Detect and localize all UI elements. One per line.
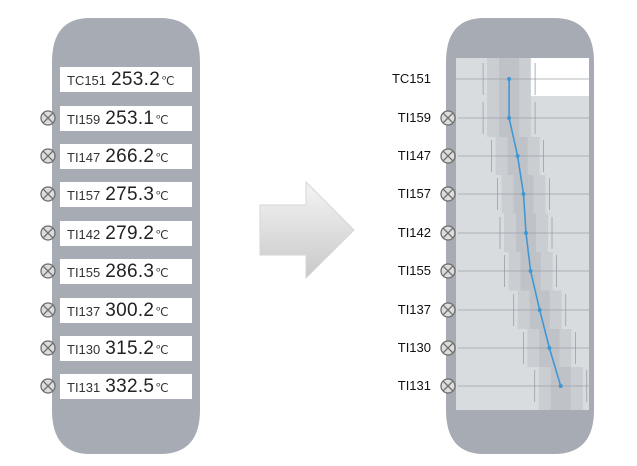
valve-icon — [440, 263, 456, 279]
reading-unit: ℃ — [155, 228, 169, 242]
valve-icon — [40, 302, 56, 318]
profile-label-ti147: TI147 — [397, 148, 431, 163]
valve-icon — [440, 110, 456, 126]
reading-value: 300.2 — [105, 300, 155, 321]
reading-value: 332.5 — [105, 376, 155, 397]
reading-tag: TI157 — [67, 188, 101, 203]
profile-point-ti142 — [524, 231, 528, 235]
reading-unit: ℃ — [155, 305, 169, 319]
reading-box-ti159: TI159 253.1℃ — [60, 106, 192, 131]
reading-unit: ℃ — [155, 151, 169, 165]
reading-unit: ℃ — [155, 381, 169, 395]
reading-tag: TI130 — [67, 342, 101, 357]
profile-panel-top — [530, 58, 589, 96]
reading-unit: ℃ — [161, 74, 175, 88]
valve-icon — [440, 225, 456, 241]
profile-label-ti142: TI142 — [397, 225, 431, 240]
reading-value: 286.3 — [105, 261, 155, 282]
reading-box-ti142: TI142 279.2℃ — [60, 221, 192, 246]
profile-point-ti155 — [528, 269, 533, 273]
reading-value: 253.2 — [111, 69, 161, 90]
valve-icon — [40, 186, 56, 202]
reading-tag: TI137 — [67, 304, 101, 319]
reading-value: 253.1 — [105, 108, 155, 129]
valve-icon — [440, 302, 456, 318]
reading-unit: ℃ — [155, 343, 169, 357]
valve-icon — [440, 148, 456, 164]
profile-label-tc151: TC151 — [391, 71, 431, 86]
profile-label-ti157: TI157 — [397, 186, 431, 201]
reading-box-ti131: TI131 332.5℃ — [60, 374, 192, 399]
reading-unit: ℃ — [155, 113, 169, 127]
reading-tag: TI155 — [67, 265, 101, 280]
valve-icon — [40, 378, 56, 394]
reading-box-ti147: TI147 266.2℃ — [60, 144, 192, 169]
profile-points — [507, 77, 563, 388]
reading-tag: TC151 — [67, 73, 107, 88]
reading-unit: ℃ — [155, 266, 169, 280]
reading-box-ti155: TI155 286.3℃ — [60, 259, 192, 284]
reading-box-ti157: TI157 275.3℃ — [60, 182, 192, 207]
reading-box-ti137: TI137 300.2℃ — [60, 298, 192, 323]
profile-label-ti155: TI155 — [397, 263, 431, 278]
profile-point-ti157 — [521, 192, 526, 196]
profile-band-core — [550, 367, 571, 410]
valve-icon — [40, 110, 56, 126]
profile-label-ti159: TI159 — [397, 110, 431, 125]
reading-value: 279.2 — [105, 223, 155, 244]
transition-arrow — [259, 180, 355, 280]
reading-value: 266.2 — [105, 146, 155, 167]
valve-icon — [440, 186, 456, 202]
profile-vertical-ticks — [482, 63, 588, 402]
reading-value: 315.2 — [105, 338, 155, 359]
reading-tag: TI131 — [67, 380, 101, 395]
profile-point-tc151 — [507, 77, 512, 81]
valve-icon — [40, 263, 56, 279]
profile-point-ti130 — [547, 346, 552, 350]
reading-box-tc151: TC151 253.2℃ — [60, 67, 192, 92]
profile-gridlines — [456, 78, 589, 387]
profile-point-ti131 — [558, 384, 563, 388]
valve-icon — [40, 148, 56, 164]
profile-label-ti130: TI130 — [397, 340, 431, 355]
valve-icon — [440, 378, 456, 394]
valve-icon — [40, 340, 56, 356]
reading-tag: TI142 — [67, 227, 101, 242]
valve-icon — [40, 225, 56, 241]
profile-label-ti131: TI131 — [397, 378, 431, 393]
profile-point-ti137 — [537, 308, 542, 312]
valve-icon — [440, 340, 456, 356]
profile-point-ti147 — [515, 154, 520, 158]
reading-tag: TI147 — [67, 150, 101, 165]
profile-point-ti159 — [507, 116, 512, 120]
reading-box-ti130: TI130 315.2℃ — [60, 336, 192, 361]
reading-value: 275.3 — [105, 184, 155, 205]
profile-label-ti137: TI137 — [397, 302, 431, 317]
reading-tag: TI159 — [67, 112, 101, 127]
reading-unit: ℃ — [155, 189, 169, 203]
